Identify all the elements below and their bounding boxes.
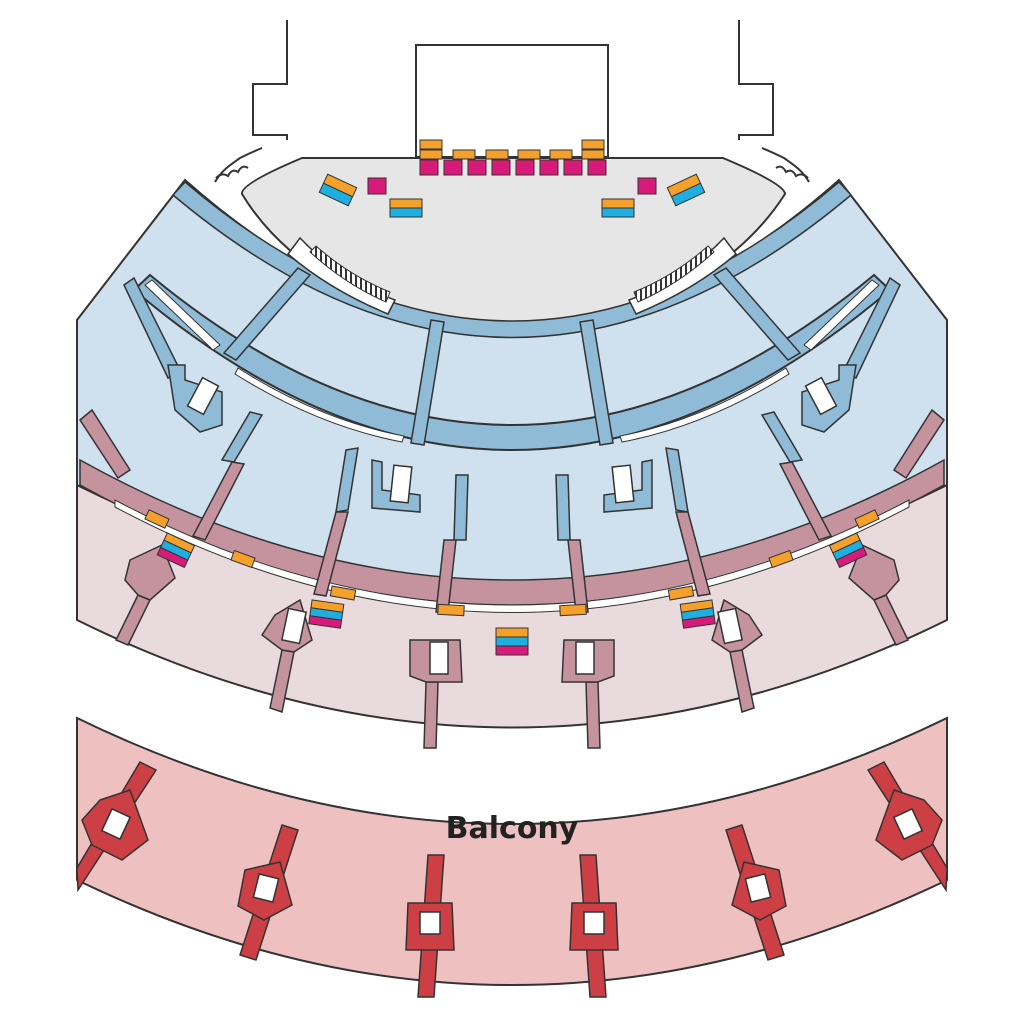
rear-accessible-markers[interactable]: [144, 509, 880, 656]
orchestra-inner-aisle: [171, 180, 853, 339]
accessible-seat-marker-orange[interactable]: [419, 139, 605, 160]
balcony-section[interactable]: [76, 716, 948, 986]
stage-markers[interactable]: [318, 139, 706, 218]
companion-seat-group[interactable]: [156, 532, 868, 656]
balcony-vomitory-openings: [100, 807, 924, 935]
orchestra-radial-aisles: [123, 267, 901, 541]
companion-seat-marker-blue[interactable]: [318, 173, 706, 218]
balcony-label: Balcony: [446, 811, 579, 846]
stage-rails: [286, 236, 738, 315]
building-walls: [214, 20, 810, 183]
stage-house: [415, 44, 609, 158]
accessible-seat-marker-orange[interactable]: [144, 509, 880, 617]
rear-vomitory-openings: [280, 607, 744, 675]
accessible-seat-marker-magenta[interactable]: [367, 159, 657, 195]
orchestra-rails: [144, 279, 880, 443]
